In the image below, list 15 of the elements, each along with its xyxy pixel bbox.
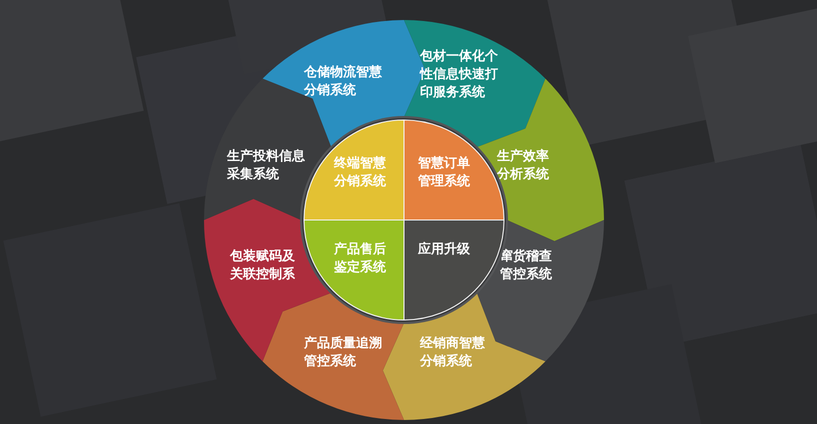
quadrant — [304, 120, 404, 220]
ring-segment — [382, 292, 546, 420]
segment-label: 生产投料信息采集系统 — [227, 148, 306, 184]
segment-label: 包材一体化个性信息快速打印服务系统 — [420, 48, 499, 102]
ring-segment — [262, 292, 404, 420]
quadrant-label: 智慧订单管理系统 — [418, 155, 471, 191]
quadrant-label: 应用升级 — [418, 241, 471, 259]
segment-label: 仓储物流智慧分销系统 — [304, 64, 383, 100]
quadrant-label: 终端智慧分销系统 — [334, 155, 387, 191]
segment-label: 经销商智慧分销系统 — [420, 335, 486, 371]
segment-label: 生产效率分析系统 — [497, 148, 550, 184]
segment-label: 包装赋码及关联控制系 — [230, 248, 296, 284]
quadrant-label: 产品售后鉴定系统 — [334, 241, 387, 277]
segment-label: 产品质量追溯管控系统 — [304, 335, 383, 371]
quadrant — [304, 220, 404, 320]
